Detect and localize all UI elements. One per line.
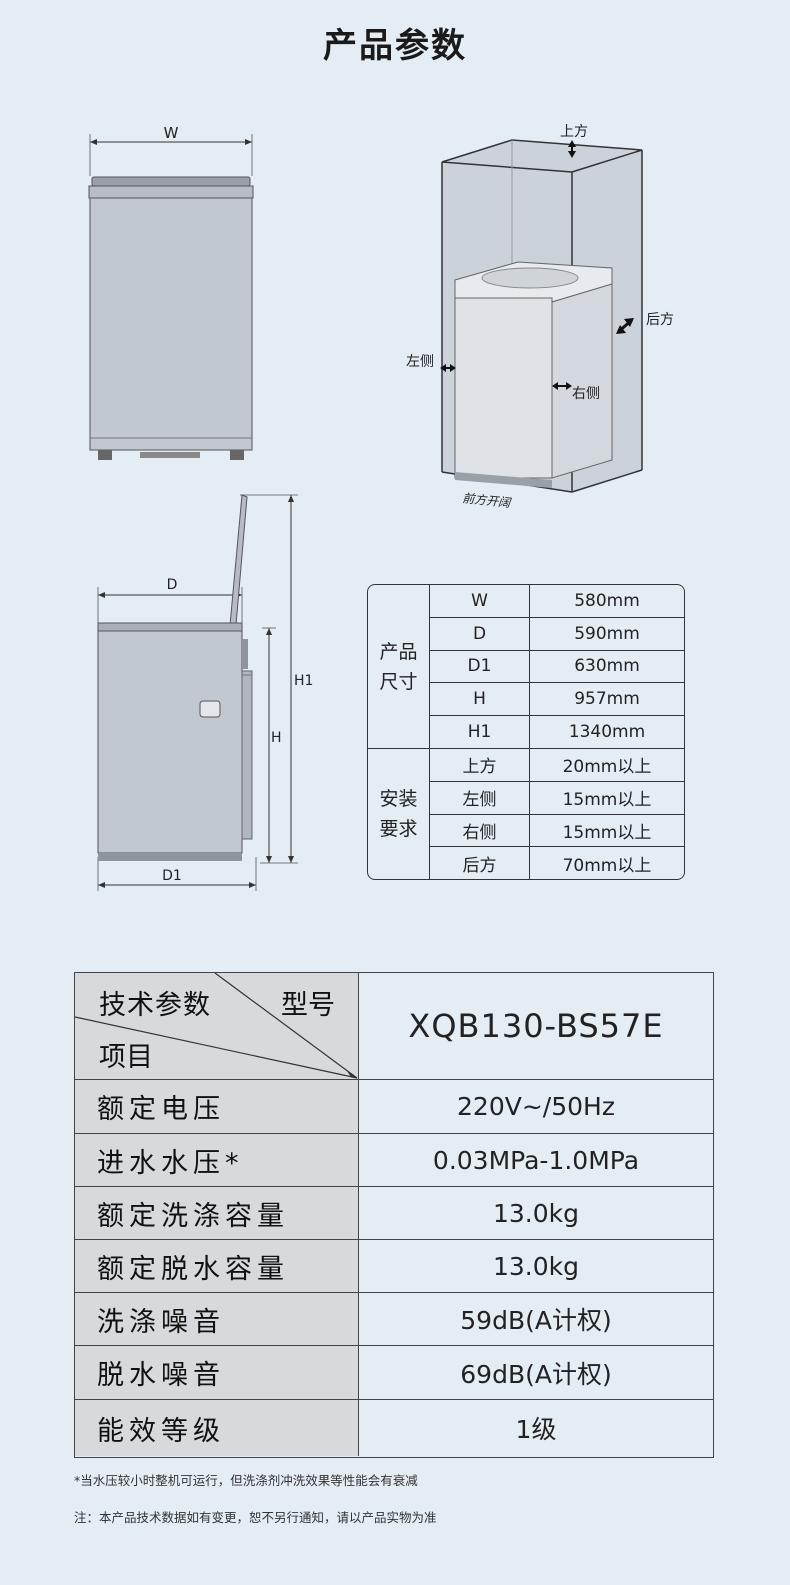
row-value: 957mm <box>574 689 640 710</box>
depth1-label: D1 <box>162 868 182 884</box>
spec-value: 1级 <box>515 1415 557 1444</box>
depth-label: D <box>167 577 178 593</box>
table-row: 额定电压 220V~/50Hz <box>75 1079 713 1133</box>
spec-header: 技术参数 型号 项目 XQB130-BS57E <box>75 973 713 1079</box>
row-value: 630mm <box>574 656 640 677</box>
corner-label-item: 项目 <box>99 1042 153 1073</box>
table-row: 脱水噪音 69dB(A计权) <box>75 1345 713 1399</box>
label-right: 右侧 <box>572 386 600 402</box>
table-row: 额定脱水容量 13.0kg <box>75 1239 713 1292</box>
table-row: 额定洗涤容量 13.0kg <box>75 1186 713 1239</box>
spec-value: 59dB(A计权) <box>460 1306 612 1335</box>
spec-label: 额定脱水容量 <box>75 1240 359 1292</box>
spec-label: 脱水噪音 <box>75 1346 359 1399</box>
table-row: 后方 70mm以上 <box>430 847 684 879</box>
height1-label: H1 <box>294 673 313 689</box>
group-header: 产品 尺寸 <box>368 585 430 748</box>
spec-corner-cell: 技术参数 型号 项目 <box>75 973 359 1079</box>
side-view-diagram: D D1 H H1 <box>97 494 313 891</box>
spec-table: 技术参数 型号 项目 XQB130-BS57E 额定电压 220V~/50Hz 进… <box>74 972 714 1458</box>
row-key: 左侧 <box>430 781 530 814</box>
label-left: 左侧 <box>406 354 434 370</box>
row-key: 上方 <box>430 749 530 781</box>
dimension-group-size: 产品 尺寸 W 580mm D 590mm D1 630mm H 957mm H1 134… <box>368 585 684 749</box>
model-number: XQB130-BS57E <box>408 1007 664 1045</box>
row-key: H <box>430 683 530 716</box>
table-row: 进水水压* 0.03MPa-1.0MPa <box>75 1133 713 1186</box>
spec-label: 进水水压* <box>75 1134 359 1186</box>
row-key: H1 <box>430 716 530 748</box>
label-front: 前方开阔 <box>462 491 513 510</box>
spec-label: 能效等级 <box>75 1400 359 1456</box>
spec-value: 69dB(A计权) <box>460 1359 612 1389</box>
height-label: H <box>271 730 282 746</box>
table-row: H1 1340mm <box>430 716 684 748</box>
label-back: 后方 <box>646 312 674 328</box>
table-row: W 580mm <box>430 585 684 618</box>
spec-value: 13.0kg <box>492 1251 579 1281</box>
front-view-diagram: W <box>88 124 254 460</box>
spec-label: 额定电压 <box>75 1080 359 1133</box>
row-key: D <box>430 617 530 650</box>
table-row: D1 630mm <box>430 650 684 684</box>
table-row: 能效等级 1级 <box>75 1399 713 1456</box>
row-value: 15mm以上 <box>562 790 652 811</box>
footnote-disclaimer: 注：本产品技术数据如有变更，恕不另行通知，请以产品实物为准 <box>74 1510 437 1525</box>
row-key: W <box>430 585 530 617</box>
group-header: 安装 要求 <box>368 749 430 879</box>
label-top: 上方 <box>560 124 588 140</box>
row-key: D1 <box>430 650 530 683</box>
spec-value: 0.03MPa-1.0MPa <box>432 1145 640 1175</box>
dimension-group-install: 安装 要求 上方 20mm以上 左侧 15mm以上 右侧 15mm以上 后方 70mm以… <box>368 749 684 879</box>
table-row: 洗涤噪音 59dB(A计权) <box>75 1292 713 1345</box>
row-key: 右侧 <box>430 814 530 847</box>
row-value: 70mm以上 <box>562 855 652 876</box>
corner-label-model: 型号 <box>281 990 335 1021</box>
table-row: 右侧 15mm以上 <box>430 814 684 848</box>
width-label: W <box>164 124 179 142</box>
row-value: 15mm以上 <box>562 822 652 843</box>
page-title: 产品参数 <box>323 26 467 66</box>
row-value: 20mm以上 <box>562 757 652 778</box>
row-value: 580mm <box>574 590 640 611</box>
row-value: 1340mm <box>568 722 646 743</box>
spec-value: 13.0kg <box>492 1198 579 1228</box>
spec-label: 洗涤噪音 <box>75 1293 359 1345</box>
table-row: 上方 20mm以上 <box>430 749 684 782</box>
corner-diagonals <box>75 973 358 1079</box>
row-key: 后方 <box>430 847 530 879</box>
table-row: D 590mm <box>430 617 684 651</box>
table-row: 左侧 15mm以上 <box>430 781 684 815</box>
table-row: H 957mm <box>430 683 684 717</box>
install-clearance-diagram: 上方 后方 左侧 右侧 前方开阔 <box>406 124 674 510</box>
footnote-pressure: *当水压较小时整机可运行，但洗涤剂冲洗效果等性能会有衰减 <box>74 1473 418 1488</box>
row-value: 590mm <box>574 623 640 644</box>
dimension-table: 产品 尺寸 W 580mm D 590mm D1 630mm H 957mm H1 134… <box>367 584 685 880</box>
spec-value: 220V~/50Hz <box>457 1092 615 1121</box>
spec-label: 额定洗涤容量 <box>75 1187 359 1239</box>
corner-label-tech: 技术参数 <box>99 990 211 1021</box>
